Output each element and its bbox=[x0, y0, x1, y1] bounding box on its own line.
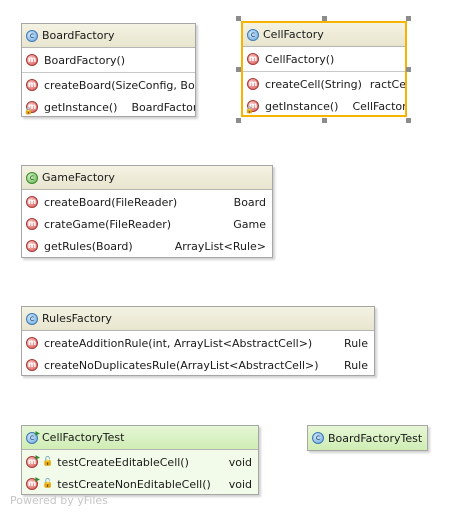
board-factory-test-node[interactable]: c BoardFactoryTest bbox=[307, 425, 428, 451]
resize-handle-w[interactable] bbox=[236, 67, 241, 72]
board-factory-title: BoardFactory bbox=[42, 29, 115, 42]
rules-factory-header: c RulesFactory bbox=[22, 307, 374, 331]
board-factory-test-header: c BoardFactoryTest bbox=[308, 426, 427, 450]
constructor-row[interactable]: m CellFactory() bbox=[243, 48, 405, 70]
class-icon: c bbox=[26, 171, 38, 184]
constructor-name: BoardFactory() bbox=[44, 53, 126, 67]
method-name: crateGame(FileReader) bbox=[44, 217, 172, 231]
method-row[interactable]: m createBoard(FileReader) Board bbox=[22, 191, 272, 213]
board-factory-header: c BoardFactory bbox=[22, 24, 195, 48]
constructor-row[interactable]: m BoardFactory() bbox=[22, 49, 195, 71]
method-row[interactable]: m createNoDuplicatesRule(ArrayList<Abstr… bbox=[22, 354, 374, 376]
method-row[interactable]: m getRules(Board) ArrayList<Rule> bbox=[22, 235, 272, 257]
game-factory-title: GameFactory bbox=[42, 171, 115, 184]
resize-handle-s[interactable] bbox=[322, 118, 327, 123]
method-type: ractCell bbox=[369, 77, 405, 91]
method-type: ArrayList<Rule> bbox=[174, 239, 266, 253]
constructors-section: m CellFactory() bbox=[243, 47, 405, 72]
method-name: createNoDuplicatesRule(ArrayList<Abstrac… bbox=[44, 358, 319, 372]
cell-factory-test-header: c▶ CellFactoryTest bbox=[22, 426, 258, 450]
test-method-icon: m▶ bbox=[26, 454, 40, 468]
powered-by-label: Powered by yFiles bbox=[10, 494, 108, 507]
methods-section: m▶ 🔓 testCreateEditableCell() void m▶ 🔓 … bbox=[22, 450, 258, 496]
method-type: Rule bbox=[344, 358, 368, 372]
cell-factory-test-node[interactable]: c▶ CellFactoryTest m▶ 🔓 testCreateEditab… bbox=[21, 425, 259, 495]
method-type: Rule bbox=[344, 336, 368, 350]
method-row[interactable]: m createBoard(SizeConfig, Boa bbox=[22, 74, 195, 96]
lock-icon: 🔒 bbox=[245, 106, 254, 114]
methods-section: m createAdditionRule(int, ArrayList<Abst… bbox=[22, 331, 374, 377]
method-icon: m bbox=[26, 54, 38, 66]
game-factory-node[interactable]: c GameFactory m createBoard(FileReader) … bbox=[21, 165, 273, 258]
method-type: void bbox=[228, 477, 252, 491]
methods-section: m createBoard(SizeConfig, Boa m🔒 getInst… bbox=[22, 73, 195, 119]
method-icon: m bbox=[26, 359, 38, 371]
method-row[interactable]: m▶ 🔓 testCreateNonEditableCell() void bbox=[22, 473, 258, 495]
methods-section: m createCell(String) ractCell m🔒 getInst… bbox=[243, 72, 405, 118]
method-name: getInstance() bbox=[265, 99, 339, 113]
board-factory-test-title: BoardFactoryTest bbox=[328, 431, 423, 445]
method-name: getInstance() bbox=[44, 100, 118, 114]
method-type: void bbox=[228, 455, 252, 469]
cell-factory-title: CellFactory bbox=[263, 28, 324, 41]
method-name: testCreateNonEditableCell() bbox=[57, 477, 211, 491]
method-icon: m bbox=[26, 218, 38, 230]
method-icon: m bbox=[26, 240, 38, 252]
method-name: createCell(String) bbox=[265, 77, 362, 91]
resize-handle-n[interactable] bbox=[322, 16, 327, 21]
resize-handle-e[interactable] bbox=[406, 67, 411, 72]
test-method-icon: m▶ bbox=[26, 476, 40, 490]
method-row[interactable]: m createCell(String) ractCell bbox=[243, 73, 405, 95]
method-row[interactable]: m🔒 getInstance() CellFactory bbox=[243, 95, 405, 117]
rules-factory-title: RulesFactory bbox=[42, 312, 112, 325]
class-icon: c bbox=[247, 28, 259, 41]
method-icon: m bbox=[26, 79, 38, 91]
method-name: getRules(Board) bbox=[44, 239, 133, 253]
method-row[interactable]: m🔒 getInstance() BoardFactory bbox=[22, 96, 195, 118]
method-icon: m bbox=[26, 337, 38, 349]
public-lock-icon: 🔓 bbox=[42, 457, 54, 467]
method-type: Game bbox=[233, 217, 266, 231]
method-row[interactable]: m createAdditionRule(int, ArrayList<Abst… bbox=[22, 332, 374, 354]
method-icon: m bbox=[247, 78, 259, 90]
game-factory-header: c GameFactory bbox=[22, 166, 272, 190]
resize-handle-se[interactable] bbox=[406, 118, 411, 123]
test-class-icon: c▶ bbox=[26, 429, 40, 444]
rules-factory-node[interactable]: c RulesFactory m createAdditionRule(int,… bbox=[21, 306, 375, 376]
static-method-icon: m🔒 bbox=[245, 100, 259, 114]
constructor-name: CellFactory() bbox=[265, 52, 335, 66]
class-icon: c bbox=[26, 312, 38, 325]
class-icon: c bbox=[26, 29, 38, 42]
methods-section: m createBoard(FileReader) Board m crateG… bbox=[22, 190, 272, 258]
resize-handle-nw[interactable] bbox=[236, 16, 241, 21]
run-icon: ▶ bbox=[35, 454, 40, 461]
class-icon: c bbox=[312, 432, 324, 444]
method-type: Board bbox=[233, 195, 266, 209]
cell-factory-node[interactable]: c CellFactory m CellFactory() m createCe… bbox=[241, 21, 407, 117]
method-icon: m bbox=[26, 196, 38, 208]
method-icon: m bbox=[247, 53, 259, 65]
method-name: testCreateEditableCell() bbox=[57, 455, 189, 469]
method-name: createBoard(SizeConfig, Boa bbox=[44, 78, 195, 92]
public-lock-icon: 🔓 bbox=[42, 479, 54, 489]
method-row[interactable]: m crateGame(FileReader) Game bbox=[22, 213, 272, 235]
cell-factory-test-title: CellFactoryTest bbox=[42, 431, 125, 444]
cell-factory-header: c CellFactory bbox=[243, 23, 405, 47]
constructors-section: m BoardFactory() bbox=[22, 48, 195, 73]
static-method-icon: m🔒 bbox=[24, 101, 38, 115]
run-icon: ▶ bbox=[35, 429, 40, 437]
resize-handle-sw[interactable] bbox=[236, 118, 241, 123]
method-type: BoardFactory bbox=[131, 100, 195, 114]
lock-icon: 🔒 bbox=[24, 107, 33, 115]
run-icon: ▶ bbox=[35, 476, 40, 483]
method-name: createAdditionRule(int, ArrayList<Abstra… bbox=[44, 336, 313, 350]
method-type: CellFactory bbox=[352, 99, 405, 113]
board-factory-node[interactable]: c BoardFactory m BoardFactory() m create… bbox=[21, 23, 196, 117]
resize-handle-ne[interactable] bbox=[406, 16, 411, 21]
method-row[interactable]: m▶ 🔓 testCreateEditableCell() void bbox=[22, 451, 258, 473]
method-name: createBoard(FileReader) bbox=[44, 195, 178, 209]
